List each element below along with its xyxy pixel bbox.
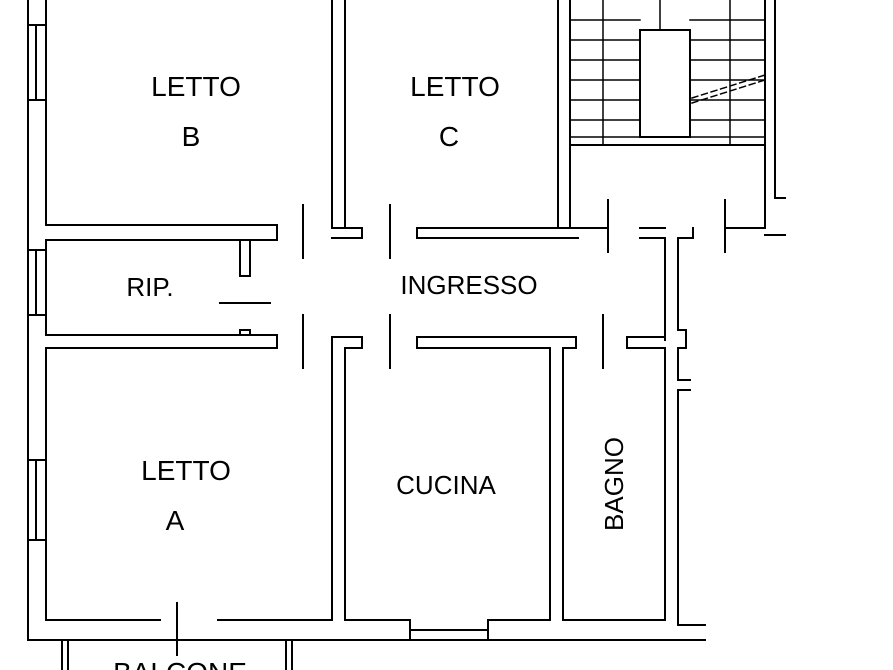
room-label-letto-b: LETTO B [151, 71, 241, 152]
room-label-bagno: BAGNO [599, 437, 629, 531]
outer-wall-left [27, 0, 63, 641]
window-ripostiglio [27, 249, 47, 316]
walls-middle [45, 334, 666, 349]
letto-c-title: LETTO [410, 71, 500, 102]
letto-b-letter: B [182, 121, 201, 152]
walls-ingresso-right [639, 227, 694, 626]
walls-bottom-rooms [45, 336, 706, 641]
letto-c-letter: C [439, 121, 459, 152]
stairwell [569, 0, 786, 253]
window-cucina [409, 619, 489, 641]
room-label-cucina: CUCINA [396, 470, 496, 500]
room-label-letto-c: LETTO C [410, 71, 500, 152]
ripostiglio-walls [219, 239, 271, 336]
stair-steps [569, 0, 766, 146]
room-label-letto-a: LETTO A [141, 455, 231, 536]
walls-letto-b [45, 224, 278, 241]
room-label-ingresso: INGRESSO [400, 270, 537, 300]
letto-b-title: LETTO [151, 71, 241, 102]
room-label-ripostiglio: RIP. [126, 272, 173, 302]
walls-letto-c [416, 0, 579, 239]
balcone-railing [61, 639, 293, 670]
window-letto-a [27, 459, 47, 541]
letto-a-letter: A [166, 505, 185, 536]
wall-b-c [331, 0, 363, 239]
letto-a-title: LETTO [141, 455, 231, 486]
room-label-balcone: BALCONE [113, 657, 247, 670]
window-letto-b [27, 24, 47, 101]
